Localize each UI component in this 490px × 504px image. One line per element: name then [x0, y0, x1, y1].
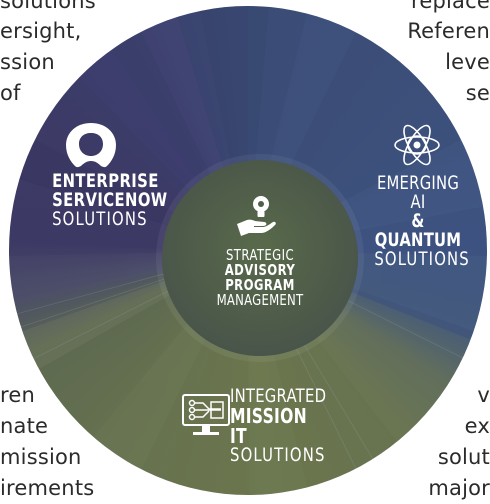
- segment-line: ADVISORY: [224, 261, 296, 279]
- paragraph-fragment: ex: [464, 414, 490, 438]
- paragraph-fragment: mission: [0, 445, 82, 469]
- segment-line: EMERGING AI: [376, 172, 460, 213]
- segment-line: PROGRAM: [225, 276, 295, 294]
- segment-line: STRATEGIC: [225, 246, 295, 264]
- paragraph-fragment: solutions: [0, 0, 96, 13]
- center-hub: [162, 160, 358, 356]
- paragraph-fragment: nate: [0, 414, 49, 438]
- segment-emerging-ai: EMERGING AI & QUANTUM SOLUTIONS: [362, 174, 474, 269]
- paragraph-fragment: solut: [437, 445, 490, 469]
- circuit-monitor-icon: [182, 394, 230, 435]
- segment-enterprise-servicenow: ENTERPRISE SERVICENOW SOLUTIONS: [40, 170, 168, 230]
- segment-line: MISSION IT: [230, 404, 307, 448]
- segment-line: SOLUTIONS: [374, 248, 470, 270]
- segment-line: ENTERPRISE: [52, 170, 159, 192]
- segment-line: SOLUTIONS: [52, 208, 148, 230]
- segment-line: SOLUTIONS: [230, 444, 326, 466]
- paragraph-fragment: leve: [445, 50, 490, 74]
- lightbulb-hand-icon: [237, 196, 276, 236]
- paragraph-fragment: of: [0, 81, 21, 105]
- segment-strategic-advisory: STRATEGIC ADVISORY PROGRAM MANAGEMENT: [188, 248, 332, 308]
- atom-icon: [394, 124, 440, 166]
- segment-integrated-mission-it: INTEGRATED MISSION IT SOLUTIONS: [230, 387, 330, 465]
- paragraph-fragment: ren: [0, 383, 36, 407]
- segment-line: SERVICENOW: [52, 189, 168, 211]
- paragraph-fragment: ersight,: [0, 19, 82, 43]
- paragraph-fragment: ssion: [0, 50, 55, 74]
- segment-line: & QUANTUM: [374, 210, 462, 251]
- paragraph-fragment: se: [465, 81, 490, 105]
- servicenow-logo-icon: [66, 123, 116, 168]
- paragraph-fragment: replace: [411, 0, 490, 13]
- segment-line: INTEGRATED: [230, 385, 327, 407]
- segment-line: MANAGEMENT: [216, 291, 304, 309]
- paragraph-fragment: v: [477, 383, 490, 407]
- paragraph-fragment: Referen: [407, 19, 490, 43]
